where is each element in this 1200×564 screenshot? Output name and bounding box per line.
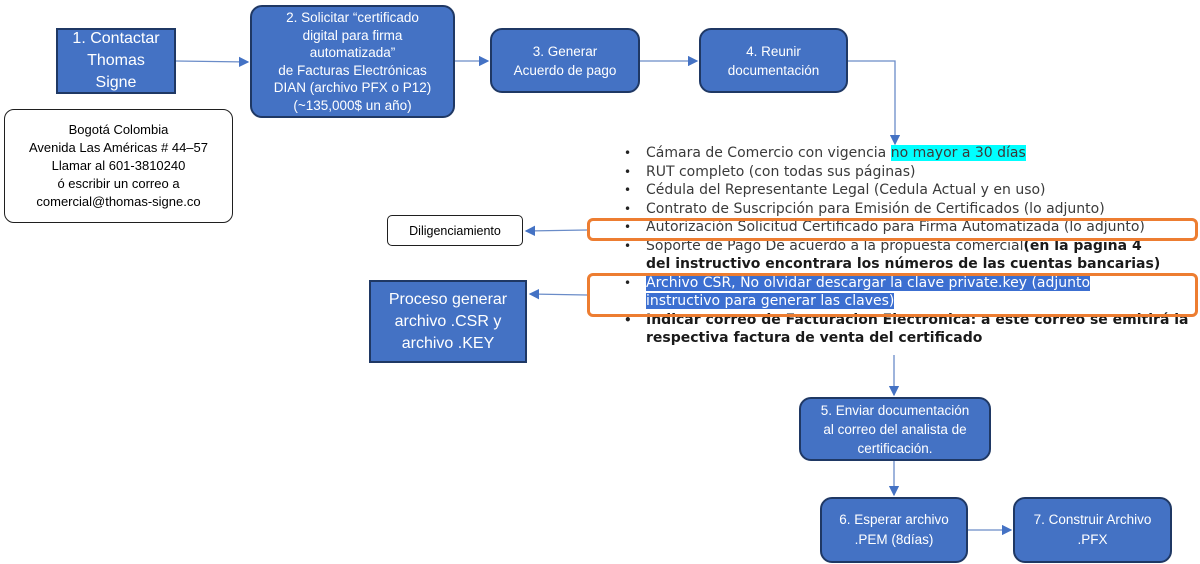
contact-email-label: ó escribir un correo a — [57, 176, 180, 191]
doc-correo-text-2: respectiva factura de venta del certific… — [646, 330, 983, 346]
step-5-line: al correo del analista de — [823, 421, 967, 437]
step-2-line: de Facturas Electrónicas — [278, 62, 427, 78]
highlight-csr — [587, 273, 1198, 317]
doc-cedula-text: Cédula del Representante Legal (Cedula A… — [646, 182, 1046, 198]
doc-autorizacion: Autorización Solicitud Certificado para … — [620, 218, 1195, 237]
step-3-line: 3. Generar — [532, 43, 598, 59]
step-4-reunir: 4. Reunir documentación — [699, 28, 848, 93]
arrow-to-diligenciamiento — [524, 225, 588, 237]
step-3-line: Acuerdo de pago — [513, 62, 617, 78]
contact-email[interactable]: comercial@thomas-signe.co — [36, 194, 201, 209]
step-1-line: 1. Contactar — [72, 30, 160, 47]
step-5-line: certificación. — [857, 440, 933, 456]
step-2-line: digital para firma — [302, 27, 403, 43]
step-2-line: DIAN (archivo PFX o P12) — [273, 80, 432, 95]
doc-soporte-bold: (en la página 4 — [1023, 237, 1142, 254]
step-7-construir: 7. Construir Archivo .PFX — [1013, 497, 1172, 563]
proceso-csr-key-box: Proceso generar archivo .CSR y archivo .KE… — [369, 280, 527, 363]
arrow-4-to-list — [848, 60, 901, 146]
doc-soporte-bold-2: del instructivo encontrara los números d… — [646, 256, 1161, 272]
proceso-line: archivo .KEY — [401, 334, 495, 352]
doc-cedula: Cédula del Representante Legal (Cedula A… — [620, 181, 1195, 200]
doc-csr: Archivo CSR, No olvidar descargar la cla… — [620, 274, 1195, 311]
step-6-line: .PEM (8días) — [854, 532, 934, 547]
doc-rut-text: RUT completo (con todas sus páginas) — [646, 163, 916, 180]
step-1-line: Thomas — [87, 52, 145, 69]
doc-autorizacion-text: Autorización Solicitud Certificado para … — [646, 219, 1145, 235]
doc-camara-highlight: no mayor a 30 días — [890, 145, 1026, 161]
step-5-line: 5. Enviar documentación — [820, 402, 970, 418]
doc-csr-text-2: instructivo para generar las claves) — [646, 293, 895, 309]
doc-contrato-text: Contrato de Suscripción para Emisión de … — [646, 200, 1105, 217]
highlight-autorizacion — [587, 218, 1198, 241]
contact-phone: Llamar al 601-3810240 — [51, 158, 186, 173]
doc-soporte-text: Soporte de Pago De acuerdo a la propuest… — [646, 237, 1024, 254]
step-2-line: 2. Solicitar “certificado — [286, 10, 419, 25]
step-7-line: 7. Construir Archivo — [1033, 512, 1152, 527]
arrow-to-proceso — [528, 288, 588, 300]
step-6-esperar: 6. Esperar archivo .PEM (8días) — [820, 497, 968, 563]
step-2-line: (~135,000$ un año) — [293, 97, 412, 113]
diligenciamiento-label: Diligenciamiento — [409, 223, 501, 238]
doc-contrato: Contrato de Suscripción para Emisión de … — [620, 200, 1195, 219]
step-1-line: Signe — [95, 74, 137, 91]
step-2-solicitar: 2. Solicitar “certificado digital para f… — [250, 5, 455, 118]
step-5-enviar: 5. Enviar documentación al correo del ana… — [799, 397, 991, 461]
step-4-line: documentación — [727, 62, 820, 78]
contact-city: Bogotá Colombia — [68, 122, 169, 137]
doc-camara: Cámara de Comercio con vigencia no mayor… — [620, 144, 1195, 163]
doc-csr-text: Archivo CSR, No olvidar descargar la cla… — [646, 274, 1091, 291]
arrow-1-to-2 — [175, 56, 250, 68]
contact-info-box: Bogotá Colombia Avenida Las Américas # 4… — [4, 109, 233, 223]
proceso-line: Proceso generar — [388, 290, 508, 308]
step-7-line: .PFX — [1077, 532, 1108, 547]
step-6-line: 6. Esperar archivo — [839, 512, 949, 527]
step-4-line: 4. Reunir — [746, 43, 801, 59]
documents-list: Cámara de Comercio con vigencia no mayor… — [620, 144, 1195, 348]
doc-camara-text: Cámara de Comercio con vigencia — [646, 145, 891, 161]
doc-rut: RUT completo (con todas sus páginas) — [620, 163, 1195, 182]
contact-address: Avenida Las Américas # 44–57 — [29, 140, 208, 155]
step-2-line: automatizada” — [309, 45, 396, 60]
doc-soporte: Soporte de Pago De acuerdo a la propuest… — [620, 237, 1195, 274]
proceso-line: archivo .CSR y — [394, 312, 502, 330]
diligenciamiento-box: Diligenciamiento — [387, 215, 523, 246]
